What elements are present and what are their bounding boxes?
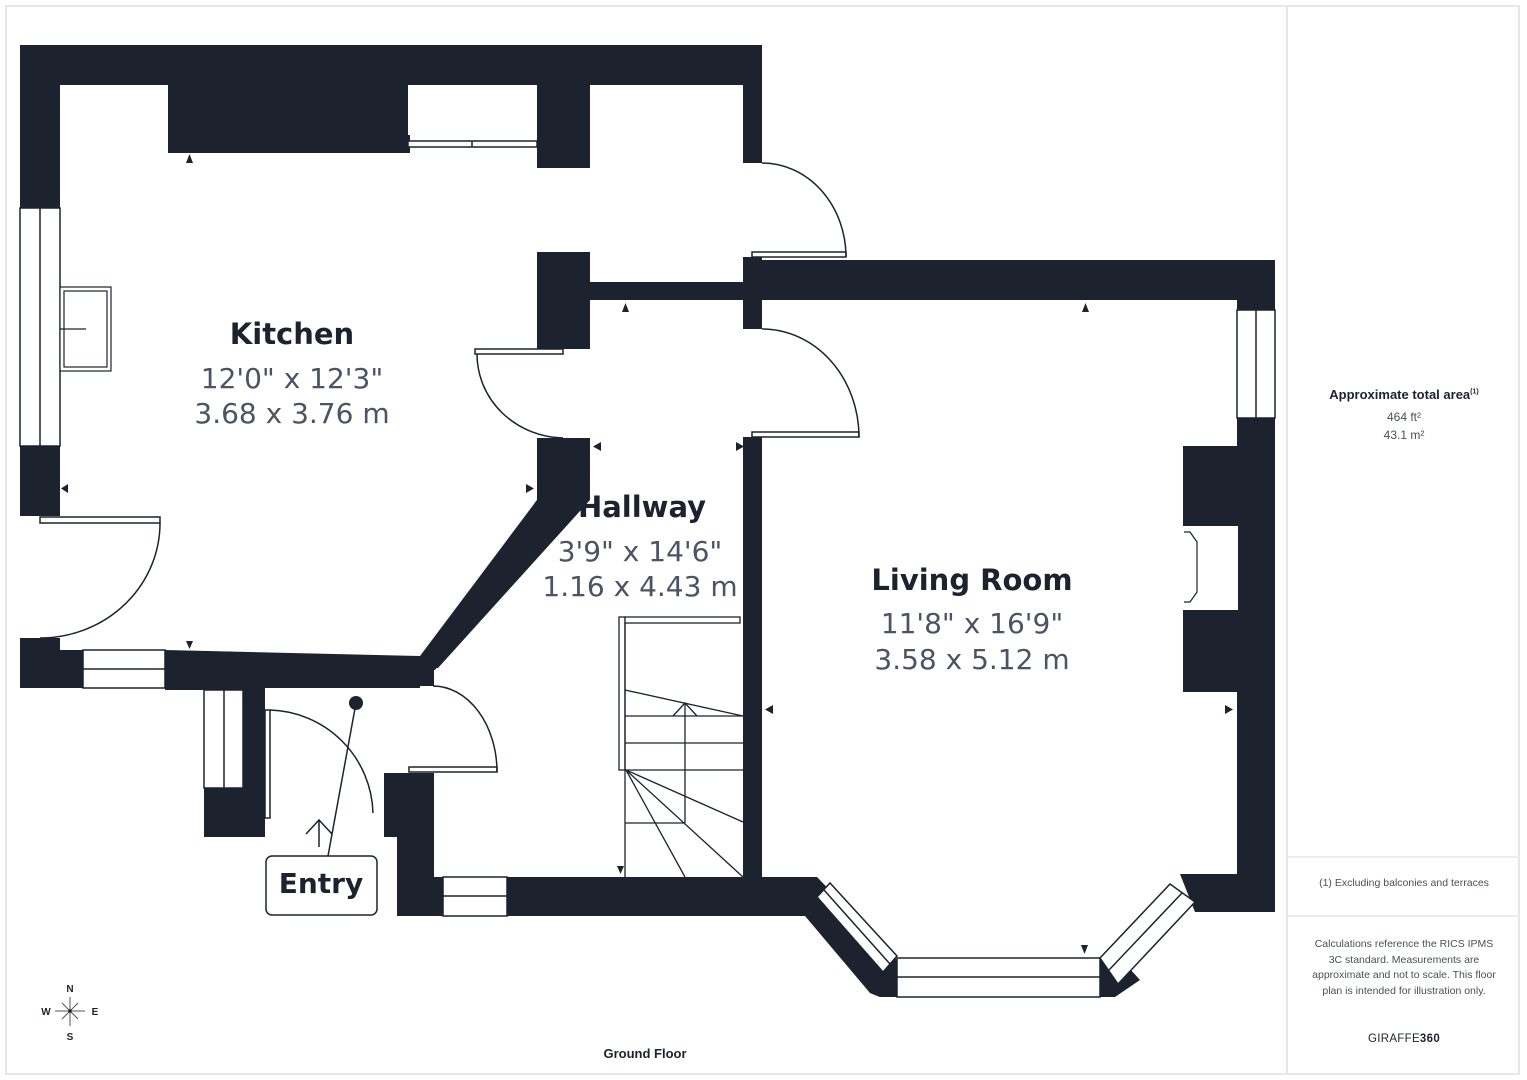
entry-marker: Entry	[265, 696, 378, 916]
room-name: Kitchen	[230, 317, 354, 351]
area-imperial: 464 ft²	[1386, 410, 1422, 424]
footnote-marker: (1)	[1470, 388, 1479, 396]
room-hallway: Hallway 3'9" x 14'6" 1.16 x 4.43 m	[542, 490, 737, 603]
room-dimensions-imperial: 3'9" x 14'6"	[558, 535, 723, 568]
entry-label: Entry	[279, 867, 364, 900]
brand-text-bold: 360	[1419, 1033, 1441, 1045]
total-area-block: Approximate total area(1) 464 ft² 43.1 m…	[1288, 387, 1520, 442]
sidebar-divider-2	[1288, 915, 1520, 917]
room-dimensions-metric: 3.58 x 5.12 m	[874, 643, 1069, 676]
floor-plan: Entry Kitchen 12'0" x 12'3" 3.68 x 3.76 …	[19, 45, 1276, 1043]
measurement-markers	[61, 154, 1233, 954]
entry-label-box	[265, 855, 378, 916]
sidebar-divider	[1286, 5, 1288, 1075]
compass-e: E	[92, 1007, 99, 1018]
doors	[39, 162, 860, 819]
walls	[20, 45, 1275, 997]
room-dimensions-imperial: 12'0" x 12'3"	[201, 362, 383, 395]
disclaimer: Calculations reference the RICS IPMS 3C …	[1312, 938, 1496, 997]
page-frame	[5, 5, 1520, 1075]
room-dimensions-metric: 1.16 x 4.43 m	[542, 570, 737, 603]
area-title-text: Approximate total area	[1329, 387, 1471, 402]
info-sidebar: Approximate total area(1) 464 ft² 43.1 m…	[1288, 5, 1520, 1075]
area-metric: 43.1 m²	[1383, 428, 1425, 442]
compass-s: S	[67, 1032, 74, 1043]
arrow-up-icon	[305, 818, 333, 847]
brand-logo: GIRAFFE360	[1288, 1033, 1520, 1045]
footnote: (1) Excluding balconies and terraces	[1319, 877, 1489, 889]
brand-text: GIRAFFE	[1367, 1033, 1420, 1045]
room-name: Living Room	[871, 563, 1072, 597]
compass-w: W	[41, 1007, 51, 1018]
room-living-room: Living Room 11'8" x 16'9" 3.58 x 5.12 m	[871, 563, 1072, 676]
area-title: Approximate total area(1)	[1288, 387, 1520, 402]
windows	[19, 140, 1276, 998]
fireplace-icon	[1184, 526, 1238, 610]
compass-n: N	[66, 984, 73, 995]
floor-label: Ground Floor	[603, 1046, 687, 1061]
staircase	[618, 616, 744, 878]
room-name: Hallway	[578, 490, 706, 524]
room-dimensions-imperial: 11'8" x 16'9"	[881, 607, 1063, 640]
sidebar-divider-1	[1288, 856, 1520, 858]
room-dimensions-metric: 3.68 x 3.76 m	[194, 397, 389, 430]
compass-icon: N S W E	[41, 984, 98, 1043]
sink-icon	[59, 286, 112, 372]
room-kitchen: Kitchen 12'0" x 12'3" 3.68 x 3.76 m	[194, 317, 389, 430]
